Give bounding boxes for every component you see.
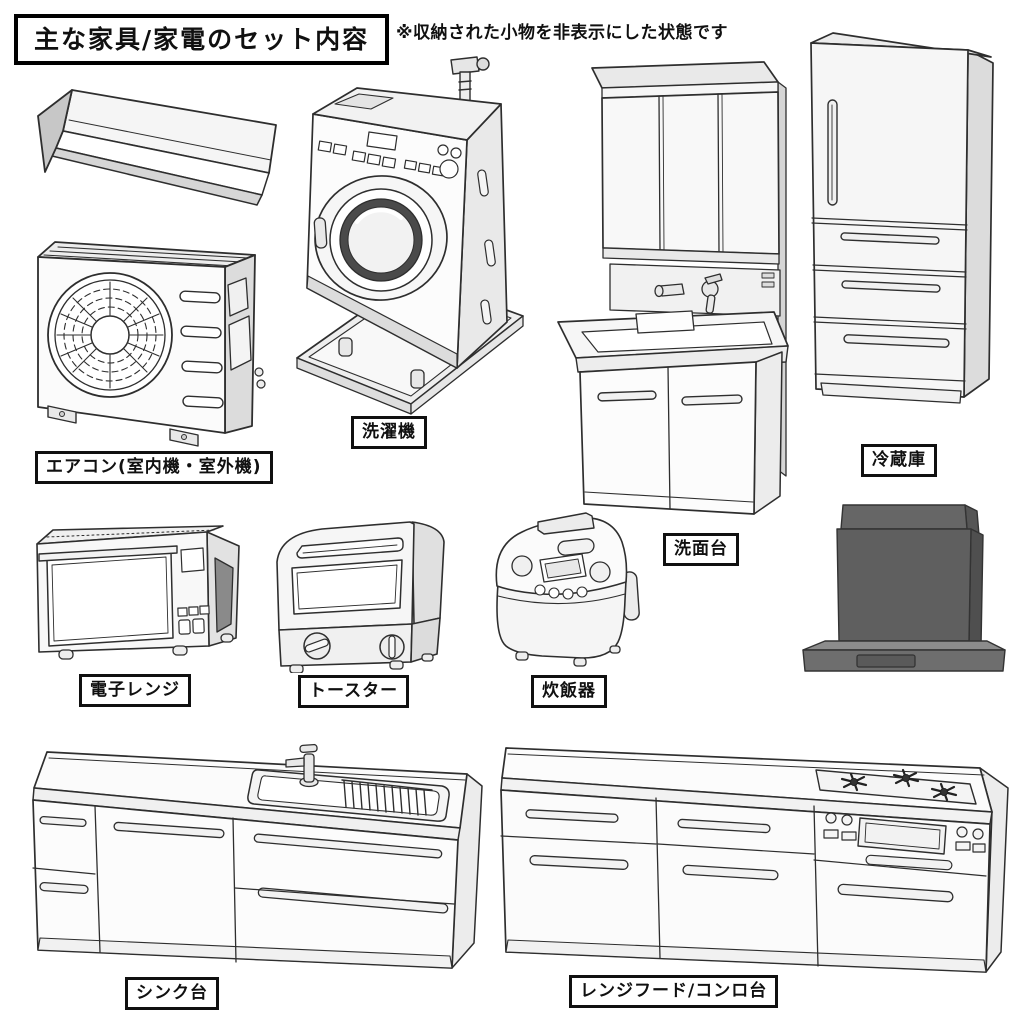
grill-unit [823,812,986,871]
page-title: 主な家具/家電のセット内容 [14,14,390,65]
microwave-door-window [46,551,174,647]
ac-side-vents [179,290,224,409]
ac-indoor-unit [37,89,277,206]
microwave-illustration [36,525,240,660]
toaster-knobs [303,632,405,660]
fridge-door-handle [827,99,838,206]
washbasin-illustration [557,61,789,515]
basin [557,310,789,373]
microwave-door-handle [38,545,178,562]
ac-outdoor-unit [37,241,266,447]
label-microwave: 電子レンジ [79,674,191,707]
basin-cabinet [579,351,783,515]
toaster-handle [296,537,404,559]
label-refrigerator: 冷蔵庫 [861,444,937,477]
control-panel [317,131,462,179]
toaster-window [291,559,403,615]
toaster-illustration [276,521,445,673]
range-hood-illustration [802,504,1006,672]
burner-icons [840,768,958,802]
rice-cooker-lid-handle [537,512,595,535]
basin-faucet-icon [654,273,723,314]
label-air-conditioner: エアコン(室内機・室外機) [35,451,273,484]
washing-machine-illustration [296,56,524,415]
refrigerator-illustration [810,32,994,404]
microwave-control-panel [177,547,210,635]
air-conditioner-illustration [37,89,277,447]
dish-rack [341,779,433,816]
gas-stove-top [815,768,977,805]
label-toaster: トースター [298,675,410,708]
label-rice-cooker: 炊飯器 [531,675,607,708]
drum-door [313,175,448,301]
rice-cooker-controls [511,553,611,600]
fridge-drawer-handles [840,232,950,348]
label-washing-machine: 洗濯機 [351,416,427,449]
label-range-hood-stove: レンジフード/コンロ台 [569,975,779,1008]
stove-cabinet-handles [525,809,954,903]
cabinet-handles [39,815,449,914]
label-sink-counter: シンク台 [125,977,219,1010]
sink-counter-illustration [32,743,483,969]
label-washbasin: 洗面台 [663,533,739,566]
mirror-cabinet [601,91,780,265]
page-note: ※収納された小物を非表示にした状態です [396,23,729,43]
range-hood-switch-panel [856,654,916,668]
ac-fan-grille [47,272,173,398]
rice-cooker-illustration [495,512,640,667]
sink-faucet-icon [285,743,319,788]
stove-counter-illustration [500,747,1009,973]
